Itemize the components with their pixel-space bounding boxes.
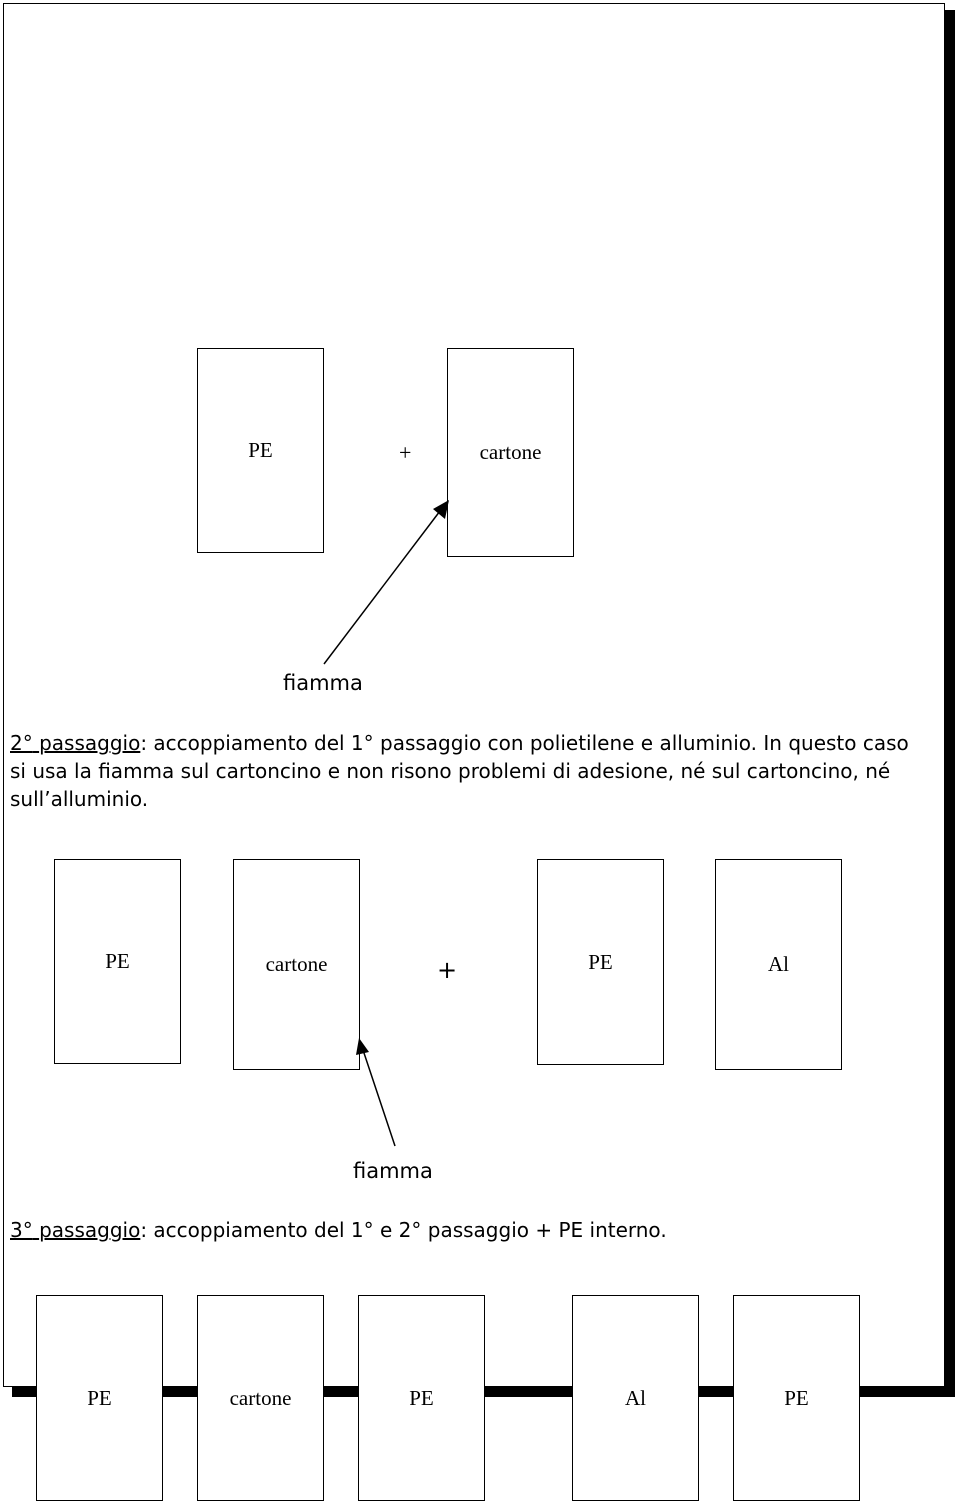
diagram3-layer-al: Al [572, 1295, 699, 1501]
diagram1-layer-pe: PE [197, 348, 324, 553]
layer-label: PE [588, 949, 613, 974]
diagram3-layer-cartone: cartone [197, 1295, 324, 1501]
diagram2-plus-sign: + [437, 956, 458, 984]
layer-label: Al [768, 952, 789, 976]
diagram2-layer-pe-2: PE [537, 859, 664, 1065]
step3-text: : accoppiamento del 1° e 2° passaggio + … [140, 1218, 667, 1242]
diagram1-fiamma-label: fiamma [283, 671, 363, 695]
diagram3-layer-pe-3: PE [733, 1295, 860, 1501]
layer-label: PE [784, 1385, 809, 1410]
step2-text: : accoppiamento del 1° passaggio con pol… [10, 731, 909, 811]
layer-label: PE [248, 438, 273, 462]
diagram2-layer-pe: PE [54, 859, 181, 1064]
layer-label: Al [625, 1385, 646, 1410]
diagram2-fiamma-label: fiamma [353, 1159, 433, 1183]
layer-label: cartone [265, 952, 328, 976]
diagram2-flame-arrow [356, 1038, 396, 1147]
diagram1-flame-arrow [323, 500, 449, 665]
step3-number: 3° [10, 1218, 33, 1242]
step2-paragraph: 2° passaggio: accoppiamento del 1° passa… [10, 729, 920, 813]
layer-label: cartone [229, 1385, 292, 1410]
page-shadow-right [945, 10, 955, 1397]
step3-paragraph: 3° passaggio: accoppiamento del 1° e 2° … [10, 1216, 920, 1244]
diagram3-layer-pe: PE [36, 1295, 163, 1501]
layer-label: cartone [479, 440, 542, 464]
diagram1-layer-cartone: cartone [447, 348, 574, 557]
layer-label: PE [87, 1385, 112, 1410]
step3-title: passaggio [39, 1218, 141, 1242]
diagram1-plus-sign: + [399, 440, 412, 465]
step2-number: 2° [10, 731, 33, 755]
diagram3-layer-pe-2: PE [358, 1295, 485, 1501]
layer-label: PE [409, 1385, 434, 1410]
step2-title: passaggio [39, 731, 141, 755]
diagram2-layer-cartone: cartone [233, 859, 360, 1070]
layer-label: PE [105, 949, 130, 973]
diagram2-layer-al: Al [715, 859, 842, 1070]
